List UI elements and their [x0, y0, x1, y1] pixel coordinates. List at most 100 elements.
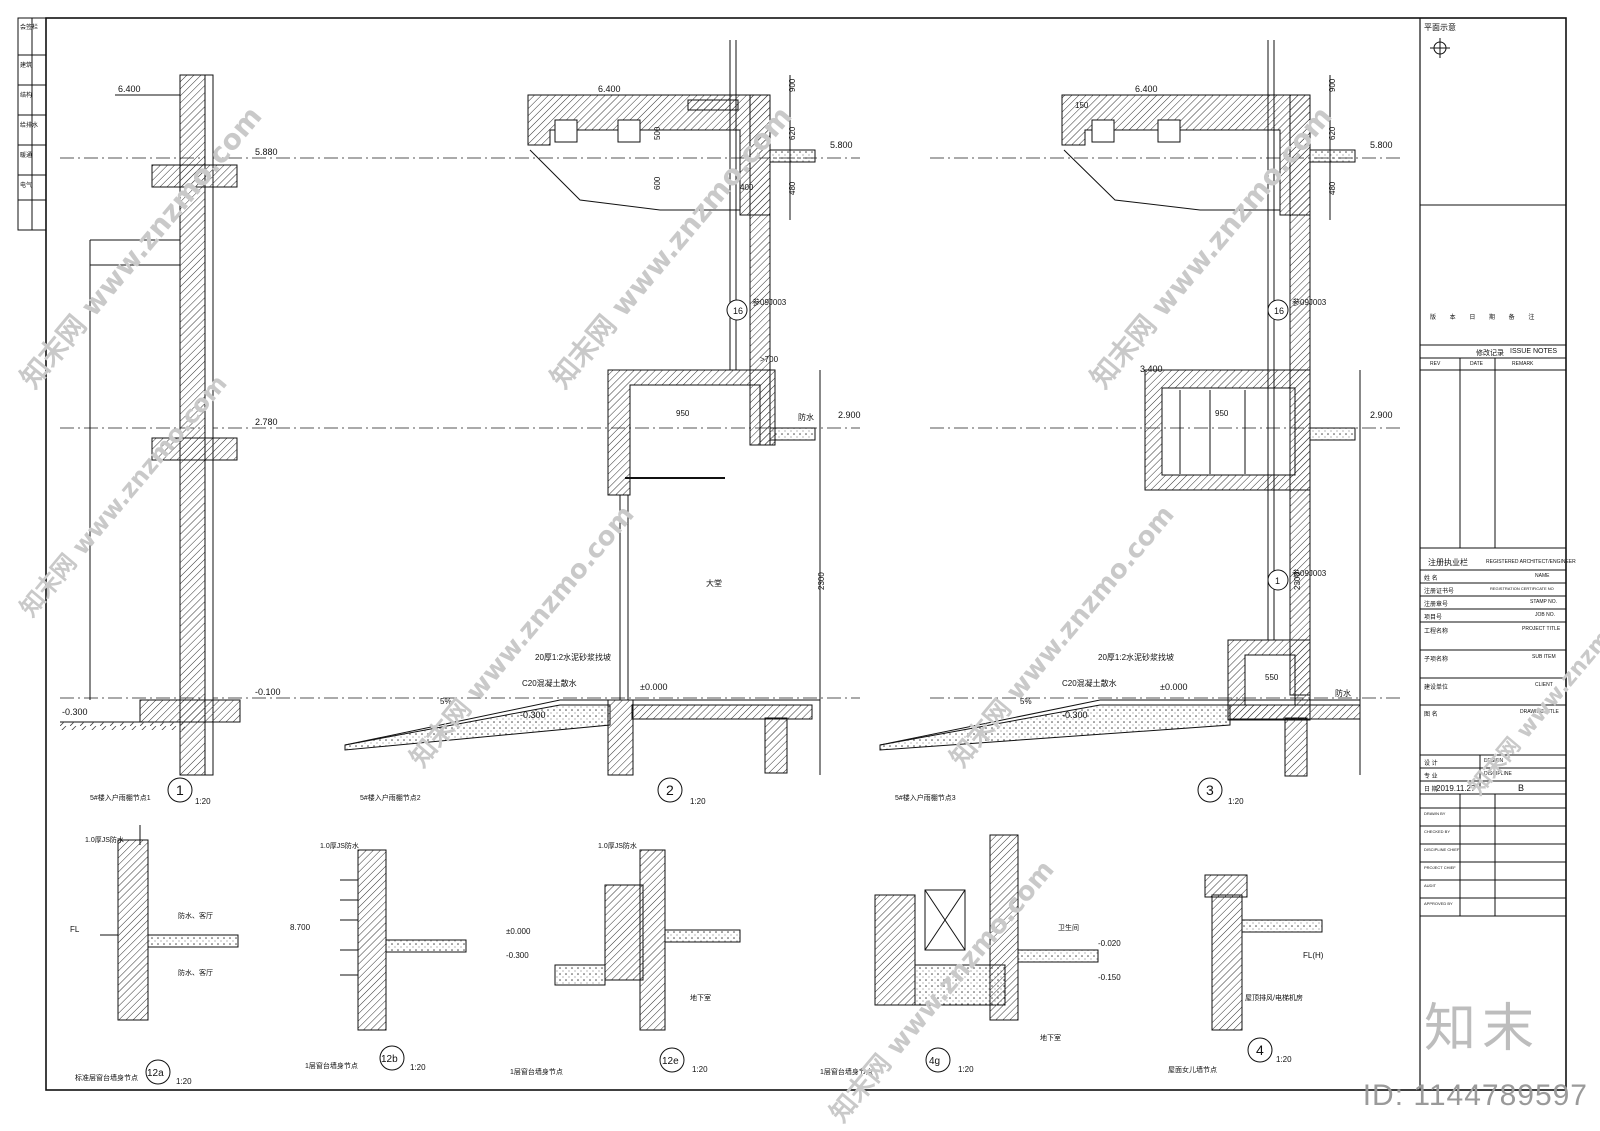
tb-row6-cn: 建设单位 [1424, 685, 1449, 691]
elev-m0100: -0.100 [255, 687, 281, 697]
elev-2900-d2: 2.900 [838, 410, 861, 420]
tb-col-rev: REV [1430, 361, 1441, 367]
elev-5800-d2: 5.800 [830, 140, 853, 150]
tb-row3-cn: 项目号 [1424, 615, 1443, 621]
dim-550-d3: 550 [1265, 673, 1279, 682]
tag-num-1: 1 [176, 782, 184, 798]
tb-sign-2: DISCIPLINE CHIEF [1424, 847, 1460, 852]
title-block [1420, 38, 1566, 917]
tb-sign-1: CHECKED BY [1424, 829, 1451, 834]
dim-500-d2: 500 [653, 126, 662, 140]
dim-480-d3: 480 [1328, 181, 1337, 195]
elev-5880: 5.880 [255, 147, 278, 157]
elev-m0020: -0.020 [1098, 939, 1121, 948]
tag-scale-12e: 1:20 [692, 1065, 708, 1074]
callout-text-d3b: 参09J003 [1292, 568, 1327, 578]
tag-label-4g: 1层窗台墙身节点 [820, 1067, 873, 1076]
room-waterproof-d2: 防水 [798, 412, 814, 422]
note-js-12e: 1.0厚JS防水 [598, 841, 637, 850]
elev-m0300-12e: -0.300 [506, 951, 529, 960]
callout-ref-d2: 16 [733, 306, 743, 316]
tb-meta1-en: DISCIPLINE [1484, 771, 1512, 777]
tag-num-3: 3 [1206, 782, 1214, 798]
elev-m0300-d2: -0.300 [520, 710, 546, 720]
detail-12b: 8.700 1.0厚JS防水 12b 1:20 1层窗台墙身节点 [290, 841, 467, 1072]
tag-scale-2: 1:20 [690, 797, 706, 806]
tag-scale-12a: 1:20 [176, 1077, 192, 1086]
fl-12a: FL [70, 925, 80, 934]
tb-row7-en: DRAWING TITLE [1520, 709, 1559, 715]
detail-3: 6.400 5.800 2.900 3.400 ±0.000 -0.300 90… [879, 40, 1400, 777]
elev-m0300: -0.300 [62, 707, 88, 717]
tag-num-12a: 12a [147, 1068, 164, 1079]
detail-2: 6.400 5.800 2.900 ±0.000 -0.300 900 620 … [344, 40, 861, 776]
tb-sign-3: PROJECT CHIEF [1424, 865, 1456, 870]
note-room-4: 屋顶排风/电梯机房 [1245, 993, 1303, 1002]
elev-8700: 8.700 [290, 923, 311, 932]
elev-6400-d2: 6.400 [598, 84, 621, 94]
drawing-frame [45, 17, 1567, 1091]
elev-0000-12e: ±0.000 [506, 927, 531, 936]
fl-4: FL(H) [1303, 951, 1324, 960]
tag-num-12e: 12e [662, 1056, 679, 1067]
dim-700-d2: >700 [760, 355, 779, 364]
tag-label-1: 5#楼入户雨棚节点1 [90, 793, 151, 802]
dim-620-d3: 620 [1328, 126, 1337, 140]
tb-notes-title-en: ISSUE NOTES [1510, 348, 1558, 355]
tag-scale-3: 1:20 [1228, 797, 1244, 806]
detail-4g: 卫生间 -0.020 -0.150 地下室 4g 1:20 1层窗台墙身节点 [820, 834, 1121, 1076]
tb-row1-en: REGISTRATION CERTIFICATE NO [1490, 586, 1554, 591]
left-strip-1: 建筑 [20, 63, 33, 69]
tb-row4-cn: 工程名称 [1424, 629, 1449, 635]
tb-reg-title: 注册执业栏 [1428, 558, 1468, 567]
room-waterproof-d3: 防水 [1335, 688, 1351, 698]
tag-num-4g: 4g [929, 1056, 940, 1067]
tb-row6-en: CLIENT [1535, 682, 1553, 688]
elev-m0150: -0.150 [1098, 973, 1121, 982]
tag-num-4: 4 [1256, 1042, 1264, 1058]
tag-num-2: 2 [666, 782, 674, 798]
tb-meta1-cn: 专 业 [1424, 774, 1438, 780]
room-12a-1: 防水、客厅 [178, 911, 213, 920]
dim-600-d2: 600 [653, 176, 662, 190]
note-js-12a: 1.0厚JS防水 [85, 835, 124, 844]
note-c20-d2: C20混凝土散水 [522, 678, 577, 688]
detail-12e: ±0.000 -0.300 1.0厚JS防水 地下室 12e 1:20 1层窗台… [506, 841, 741, 1076]
tb-row4-en: PROJECT TITLE [1522, 626, 1561, 632]
elev-2780: 2.780 [255, 417, 278, 427]
tb-reg-title-en: REGISTERED ARCHITECT/ENGINEER [1486, 559, 1576, 565]
dim-900-d3: 900 [1328, 78, 1337, 92]
note-c20-d3: C20混凝土散水 [1062, 678, 1117, 688]
dim-150-d3: 150 [1075, 101, 1089, 110]
note-js-12b: 1.0厚JS防水 [320, 841, 359, 850]
room-basement-4g: 地下室 [1040, 1033, 1061, 1042]
tb-sign-5: APPROVED BY [1424, 901, 1453, 906]
tb-top-label: 平面示意 [1424, 23, 1456, 32]
left-strip-2: 结构 [20, 93, 33, 99]
elev-0000-d2: ±0.000 [640, 682, 667, 692]
note-20mm-d3: 20厚1:2水泥砂浆找坡 [1098, 652, 1174, 662]
tb-row0-cn: 姓 名 [1424, 576, 1438, 582]
tag-label-3: 5#楼入户雨棚节点3 [895, 793, 956, 802]
elev-0000-d3: ±0.000 [1160, 682, 1187, 692]
dim-5pct-d2: 5% [440, 697, 452, 706]
tb-col-remark: REMARK [1512, 361, 1534, 367]
tb-row3-en: JOB NO. [1535, 612, 1556, 618]
tb-row2-cn: 注册章号 [1424, 602, 1449, 608]
dim-900-d2: 900 [788, 78, 797, 92]
tag-num-12b: 12b [381, 1054, 398, 1065]
left-strip-3: 给排水 [20, 123, 39, 129]
elev-6400-d3: 6.400 [1135, 84, 1158, 94]
dim-480-d2: 480 [788, 181, 797, 195]
tb-col-date: DATE [1470, 361, 1483, 367]
left-strip-0: 会签栏 [20, 25, 39, 31]
dim-400-d2: 400 [740, 183, 754, 192]
tag-scale-4g: 1:20 [958, 1065, 974, 1074]
tb-sign-0: DRAWN BY [1424, 811, 1446, 816]
tb-version: B [1518, 783, 1525, 793]
dim-950-d3: 950 [1215, 409, 1229, 418]
dim-5pct-d3: 5% [1020, 697, 1032, 706]
tb-date: 2019.11.27 [1436, 784, 1476, 793]
callout-text-d3a: 参09J003 [1292, 297, 1327, 307]
